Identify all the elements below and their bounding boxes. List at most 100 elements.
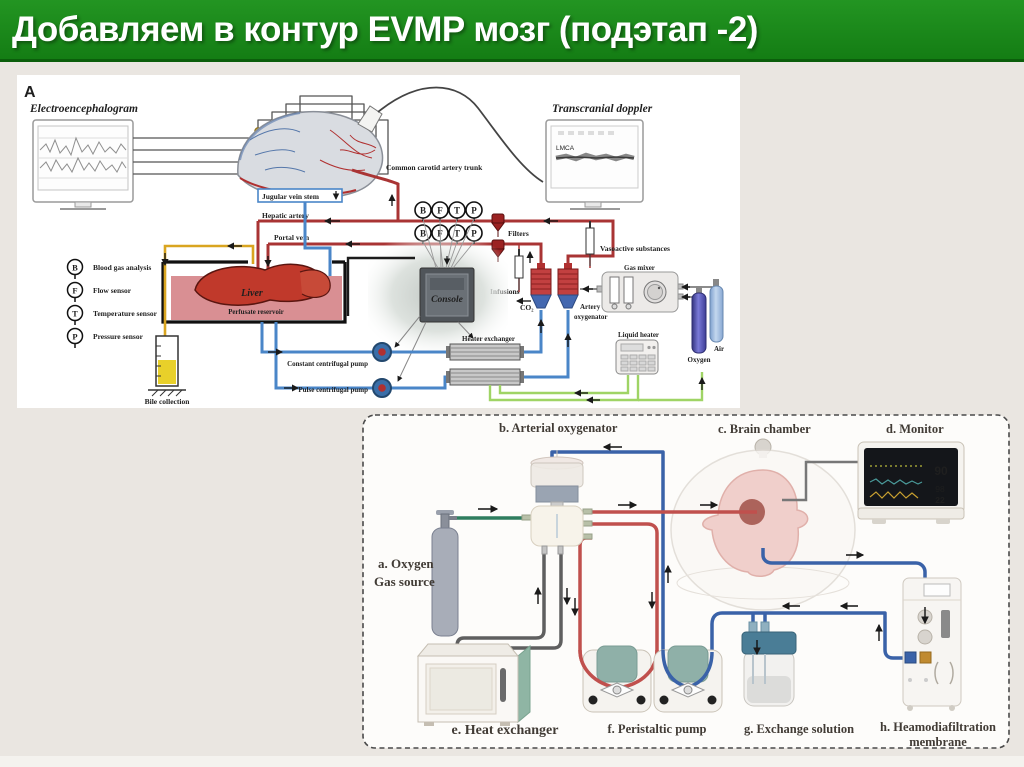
jugular-label: Jugular vein stem xyxy=(262,192,320,201)
bile-beaker xyxy=(148,335,186,397)
label-c: c. Brain chamber xyxy=(718,422,811,436)
oxygen-label: Oxygen xyxy=(688,356,711,364)
label-a-line1: a. Oxygen xyxy=(378,556,434,571)
membrane-blue-port xyxy=(904,651,917,664)
gas-cylinders xyxy=(691,279,724,354)
flow-arrows-a xyxy=(161,193,706,404)
artery-oxygenator-label-1: Artery xyxy=(580,303,601,311)
sensor-row-1: B F T P xyxy=(414,201,483,221)
monitor-wave-3 xyxy=(869,491,919,499)
legend-symbol-p: P xyxy=(72,332,77,342)
doppler-monitor: Transcranial doppler LMCA xyxy=(545,103,653,210)
exchange-solution-jar xyxy=(741,621,797,707)
monitor-wave-2 xyxy=(869,478,923,485)
flow-arrows-b xyxy=(478,443,929,656)
label-d: d. Monitor xyxy=(886,422,944,436)
vasoactive-syringe xyxy=(585,221,595,266)
perfusate-reservoir: Liver Perfusate reservoir xyxy=(161,260,347,324)
brain-chamber xyxy=(670,438,856,611)
eeg-monitor: Electroencephalogram xyxy=(29,103,138,210)
monitor-value-resp: 22 xyxy=(935,495,945,505)
portal-label: Portal vein xyxy=(274,233,310,242)
probe-cable xyxy=(377,86,544,183)
doppler-toolbar xyxy=(558,131,614,135)
label-f: f. Peristaltic pump xyxy=(608,722,707,736)
sensor-wires xyxy=(422,218,475,269)
sensor-b2: B xyxy=(420,229,426,239)
heater-exchanger xyxy=(446,343,524,386)
legend-symbol-f: F xyxy=(72,286,77,296)
co2-label: CO₂ xyxy=(520,303,534,312)
panel-a-label: A xyxy=(24,84,36,101)
pulse-pump-label: Pulse centrifugal pump xyxy=(298,386,368,394)
sensor-b1: B xyxy=(420,206,426,216)
infusions-syringe xyxy=(514,249,524,290)
ultrasound-probe xyxy=(357,105,383,133)
haemodiafiltration-membrane xyxy=(902,577,962,711)
sensor-t1: T xyxy=(454,206,460,216)
monitor-cable xyxy=(782,460,858,502)
bile-line xyxy=(163,244,255,336)
liver-label: Liver xyxy=(240,288,263,299)
gas-mixer xyxy=(596,271,684,313)
air-label: Air xyxy=(714,345,724,353)
hepatic-label: Hepatic artery xyxy=(262,211,309,220)
artery-oxygenator-label-2: oxygenator xyxy=(574,313,607,321)
monitor-value-spo2: 98 xyxy=(935,484,945,494)
legend-label-f: Flow sensor xyxy=(93,286,132,295)
peristaltic-pump-1 xyxy=(578,645,659,713)
label-b: b. Arterial oxygenator xyxy=(499,421,618,435)
sensor-t2: T xyxy=(454,229,460,239)
label-a-line2: Gas source xyxy=(374,574,435,589)
eeg-wave-2 xyxy=(39,156,127,174)
monitor-value-hr: 90 xyxy=(934,464,948,478)
eeg-label: Electroencephalogram xyxy=(29,103,138,115)
label-g: g. Exchange solution xyxy=(744,722,854,736)
sensor-f1: F xyxy=(437,206,443,216)
slide-title-bar: Добавляем в контур EVMP мозг (подэтап -2… xyxy=(0,0,1024,62)
oxygen-gas-source xyxy=(431,510,459,637)
gas-mixer-label: Gas mixer xyxy=(624,264,655,272)
console: Console xyxy=(419,267,475,323)
liquid-heater-label: Liquid heater xyxy=(618,331,659,339)
reservoir-label: Perfusate reservoir xyxy=(228,309,284,316)
jugular-line xyxy=(303,195,332,277)
slide-title: Добавляем в контур EVMP мозг (подэтап -2… xyxy=(12,9,758,49)
peristaltic-pump-2 xyxy=(653,645,723,713)
heater-exchanger-label: Heater exchanger xyxy=(462,335,515,343)
legend-symbol-b: B xyxy=(72,263,78,273)
console-label: Console xyxy=(431,295,463,305)
bile-label: Bile collection xyxy=(145,397,191,406)
slide-body: A Electroencephalogram xyxy=(0,62,1024,767)
centrifugal-pumps xyxy=(372,342,392,398)
jugular-label-box xyxy=(257,188,343,203)
liquid-heater xyxy=(615,339,659,375)
label-e: e. Heat exchanger xyxy=(452,723,559,738)
sensor-p2: P xyxy=(471,229,477,239)
filters-label: Filters xyxy=(508,229,529,238)
patient-monitor: 90 98 22 xyxy=(782,441,965,524)
brain-veins xyxy=(249,128,306,173)
brain-arteries xyxy=(319,129,377,171)
diagram-a-panel: A Electroencephalogram xyxy=(17,75,740,408)
arterial-oxygenator xyxy=(521,450,593,555)
sensor-p1: P xyxy=(471,206,477,216)
sensor-legend: B F T P Blood gas analysis Flow sensor T… xyxy=(66,258,158,348)
carotid-label: Common carotid artery trunk xyxy=(386,163,483,172)
reservoir-console-line xyxy=(346,256,415,316)
eeg-wave-1 xyxy=(39,136,127,157)
bottom-strip xyxy=(0,756,1024,767)
doppler-label: Transcranial doppler xyxy=(552,103,653,115)
doppler-screen-text: LMCA xyxy=(556,145,575,152)
legend-label-t: Temperature sensor xyxy=(93,309,158,318)
legend-label-b: Blood gas analysis xyxy=(93,263,151,272)
artery-oxygenators xyxy=(530,263,579,309)
diagram-b-panel: b. Arterial oxygenator c. Brain chamber … xyxy=(362,414,1010,749)
constant-pump-label: Constant centrifugal pump xyxy=(287,360,368,368)
membrane-orange-port xyxy=(919,651,932,664)
heat-exchanger xyxy=(416,643,531,726)
label-h-line1: h. Heamodiafiltration xyxy=(880,720,996,734)
vasoactive-label: Vasoactive substances xyxy=(600,244,670,253)
legend-label-p: Pressure sensor xyxy=(93,332,144,341)
